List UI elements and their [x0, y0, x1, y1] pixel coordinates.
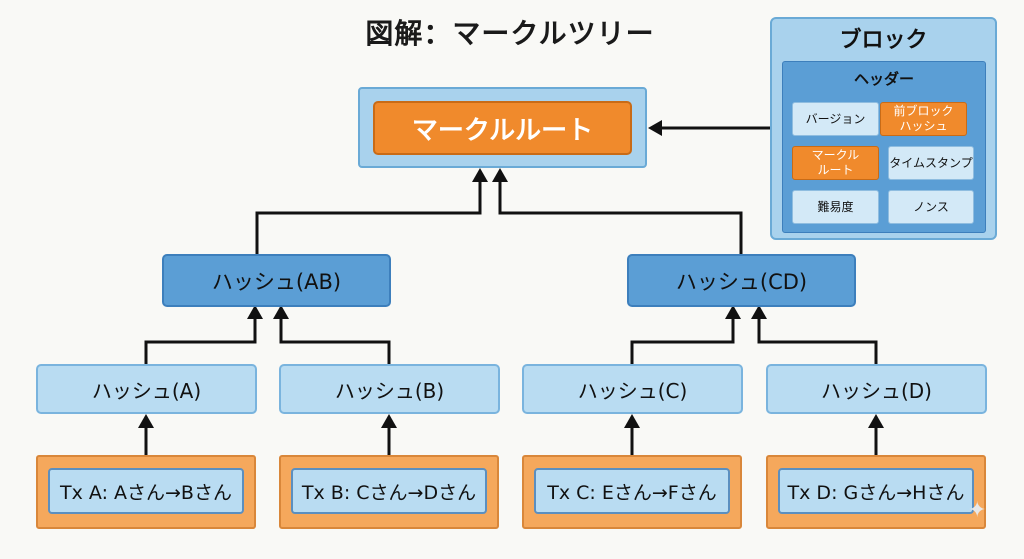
field-prev-block-hash-line1: 前ブロック: [893, 104, 954, 118]
arrow-c-to-cd: [630, 317, 735, 364]
field-merkle-root-line1: マークル: [811, 148, 860, 162]
hash-a-node: ハッシュ(A): [36, 364, 257, 414]
diagram-title: 図解：マークルツリー: [365, 17, 655, 50]
field-nonce: ノンス: [888, 190, 974, 224]
arrow-d-to-cd: [757, 317, 878, 364]
arrow-cd-to-root: [498, 180, 743, 254]
field-version: バージョン: [792, 102, 879, 136]
field-merkle-root-line2: ルート: [817, 163, 854, 177]
tx-b-node: Tx B: Cさん→Dさん: [291, 468, 487, 514]
arrow-b-to-ab: [279, 317, 391, 364]
hash-b-node: ハッシュ(B): [279, 364, 500, 414]
sparkle-icon: ✦: [968, 498, 987, 523]
arrow-ab-to-root: [255, 180, 482, 254]
field-timestamp: タイムスタンプ: [888, 146, 974, 180]
arrow-a-to-ab: [144, 317, 257, 364]
hash-cd-node: ハッシュ(CD): [627, 254, 856, 307]
tx-a-node: Tx A: Aさん→Bさん: [48, 468, 244, 514]
header-title: ヘッダー: [853, 70, 914, 88]
tx-d-node: Tx D: Gさん→Hさん: [778, 468, 974, 514]
merkle-root-node: マークルルート: [373, 101, 632, 155]
hash-d-node: ハッシュ(D): [766, 364, 987, 414]
hash-ab-node: ハッシュ(AB): [162, 254, 391, 307]
hash-c-node: ハッシュ(C): [522, 364, 743, 414]
block-title: ブロック: [839, 28, 928, 53]
tx-c-node: Tx C: Eさん→Fさん: [534, 468, 730, 514]
field-prev-block-hash: 前ブロック ハッシュ: [880, 102, 967, 136]
field-merkle-root: マークル ルート: [792, 146, 879, 180]
field-difficulty: 難易度: [792, 190, 879, 224]
field-prev-block-hash-line2: ハッシュ: [899, 119, 948, 133]
